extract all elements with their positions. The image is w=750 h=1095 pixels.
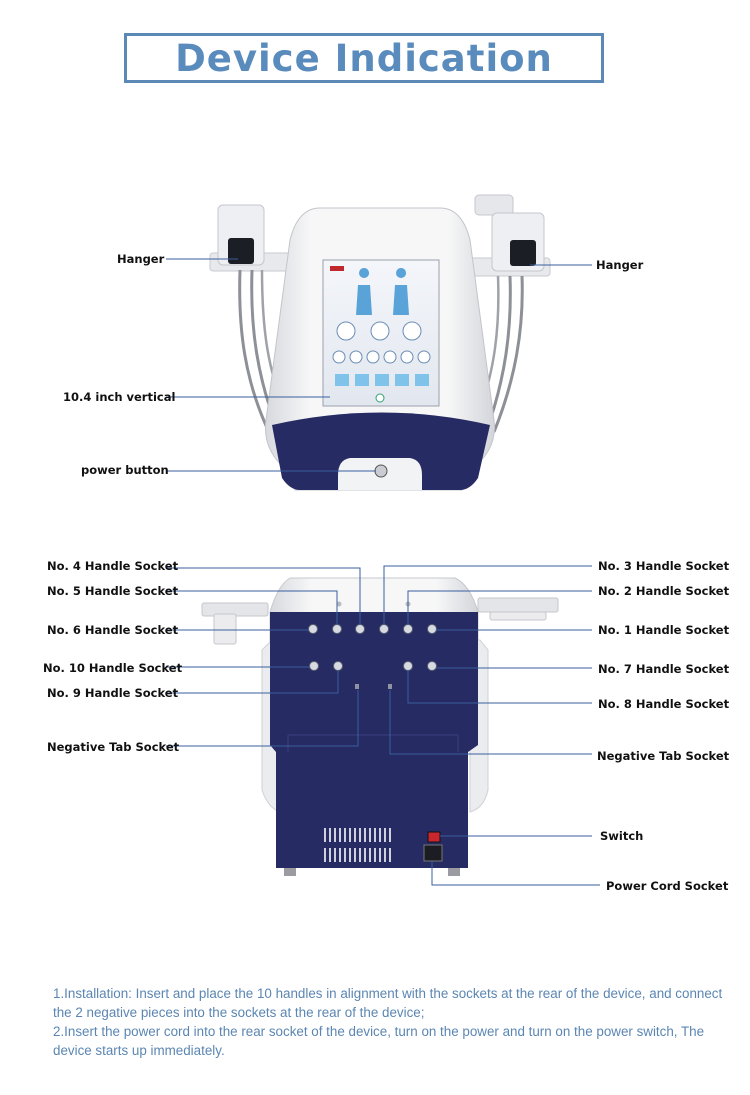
label-negative-tab-socket-right: Negative Tab Socket xyxy=(597,749,730,763)
handle-sockets xyxy=(308,624,437,671)
label-no4-handle-socket: No. 4 Handle Socket xyxy=(47,559,179,573)
page-title: Device Indication xyxy=(175,36,553,80)
label-no1-handle-socket: No. 1 Handle Socket xyxy=(598,623,730,637)
rear-navy-panel xyxy=(270,612,478,868)
right-hanger xyxy=(469,194,551,433)
rear-right-hanger xyxy=(477,597,559,621)
label-hanger-right: Hanger xyxy=(596,258,644,272)
label-no7-handle-socket: No. 7 Handle Socket xyxy=(598,662,730,676)
label-no5-handle-socket: No. 5 Handle Socket xyxy=(47,584,179,598)
label-no3-handle-socket: No. 3 Handle Socket xyxy=(598,559,730,573)
rear-left-hanger xyxy=(201,602,269,645)
label-no6-handle-socket: No. 6 Handle Socket xyxy=(47,623,179,637)
touch-screen xyxy=(322,259,440,407)
label-switch: Switch xyxy=(600,829,644,843)
front-leader-lines xyxy=(166,258,592,472)
label-power-cord-socket: Power Cord Socket xyxy=(606,879,729,893)
switch-icon xyxy=(427,831,441,843)
rear-view xyxy=(166,565,600,886)
rear-leader-lines xyxy=(166,565,600,886)
instruction-2: 2.Insert the power cord into the rear so… xyxy=(53,1024,705,1058)
label-no9-handle-socket: No. 9 Handle Socket xyxy=(47,686,179,700)
vent-grille xyxy=(324,828,391,862)
label-no2-handle-socket: No. 2 Handle Socket xyxy=(598,584,730,598)
instructions: 1.Installation: Insert and place the 10 … xyxy=(53,984,723,1060)
power-cord-socket-icon xyxy=(423,844,443,862)
front-view xyxy=(166,194,592,491)
title-frame: Device Indication xyxy=(124,33,604,83)
label-no10-handle-socket: No. 10 Handle Socket xyxy=(43,661,183,675)
label-hanger-left: Hanger xyxy=(117,252,165,266)
label-power-button: power button xyxy=(81,463,169,477)
label-no8-handle-socket: No. 8 Handle Socket xyxy=(598,697,730,711)
power-button-icon xyxy=(374,464,388,478)
label-negative-tab-socket-left: Negative Tab Socket xyxy=(47,740,180,754)
instruction-1: 1.Installation: Insert and place the 10 … xyxy=(53,986,723,1020)
label-screen: 10.4 inch vertical xyxy=(63,390,176,404)
